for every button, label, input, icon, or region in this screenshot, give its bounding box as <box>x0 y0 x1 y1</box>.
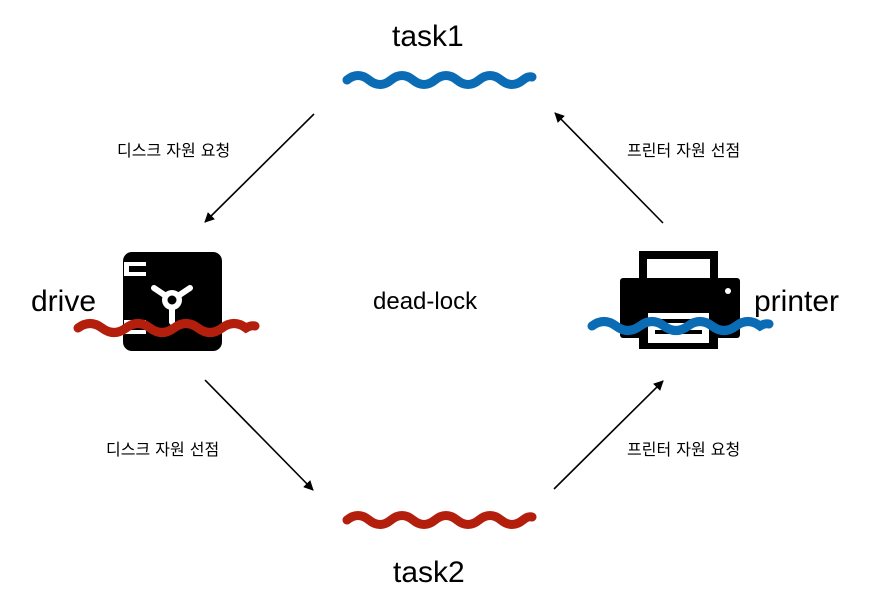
drive-label: drive <box>31 285 97 318</box>
printer-wave-icon <box>587 317 774 335</box>
printer-label: printer <box>754 285 840 318</box>
task1-label: task1 <box>392 20 464 53</box>
arrow-printer-to-task1 <box>554 112 664 224</box>
task2-label: task2 <box>393 556 465 589</box>
edge-label-disk-request: 디스크 자원 요청 <box>117 141 231 160</box>
drive-wave-icon <box>73 319 260 337</box>
edge-label-printer-request: 프린터 자원 요청 <box>627 440 741 459</box>
task2-wave-icon <box>342 511 537 529</box>
arrow-task1-to-drive <box>204 113 315 223</box>
edge-label-disk-preempt: 디스크 자원 선점 <box>106 440 220 459</box>
arrow-drive-to-task2 <box>204 379 314 491</box>
arrow-task2-to-printer <box>553 380 664 490</box>
task1-wave-icon <box>342 71 537 89</box>
edge-label-printer-preempt: 프린터 자원 선점 <box>627 141 741 160</box>
deadlock-label: dead-lock <box>373 288 478 315</box>
